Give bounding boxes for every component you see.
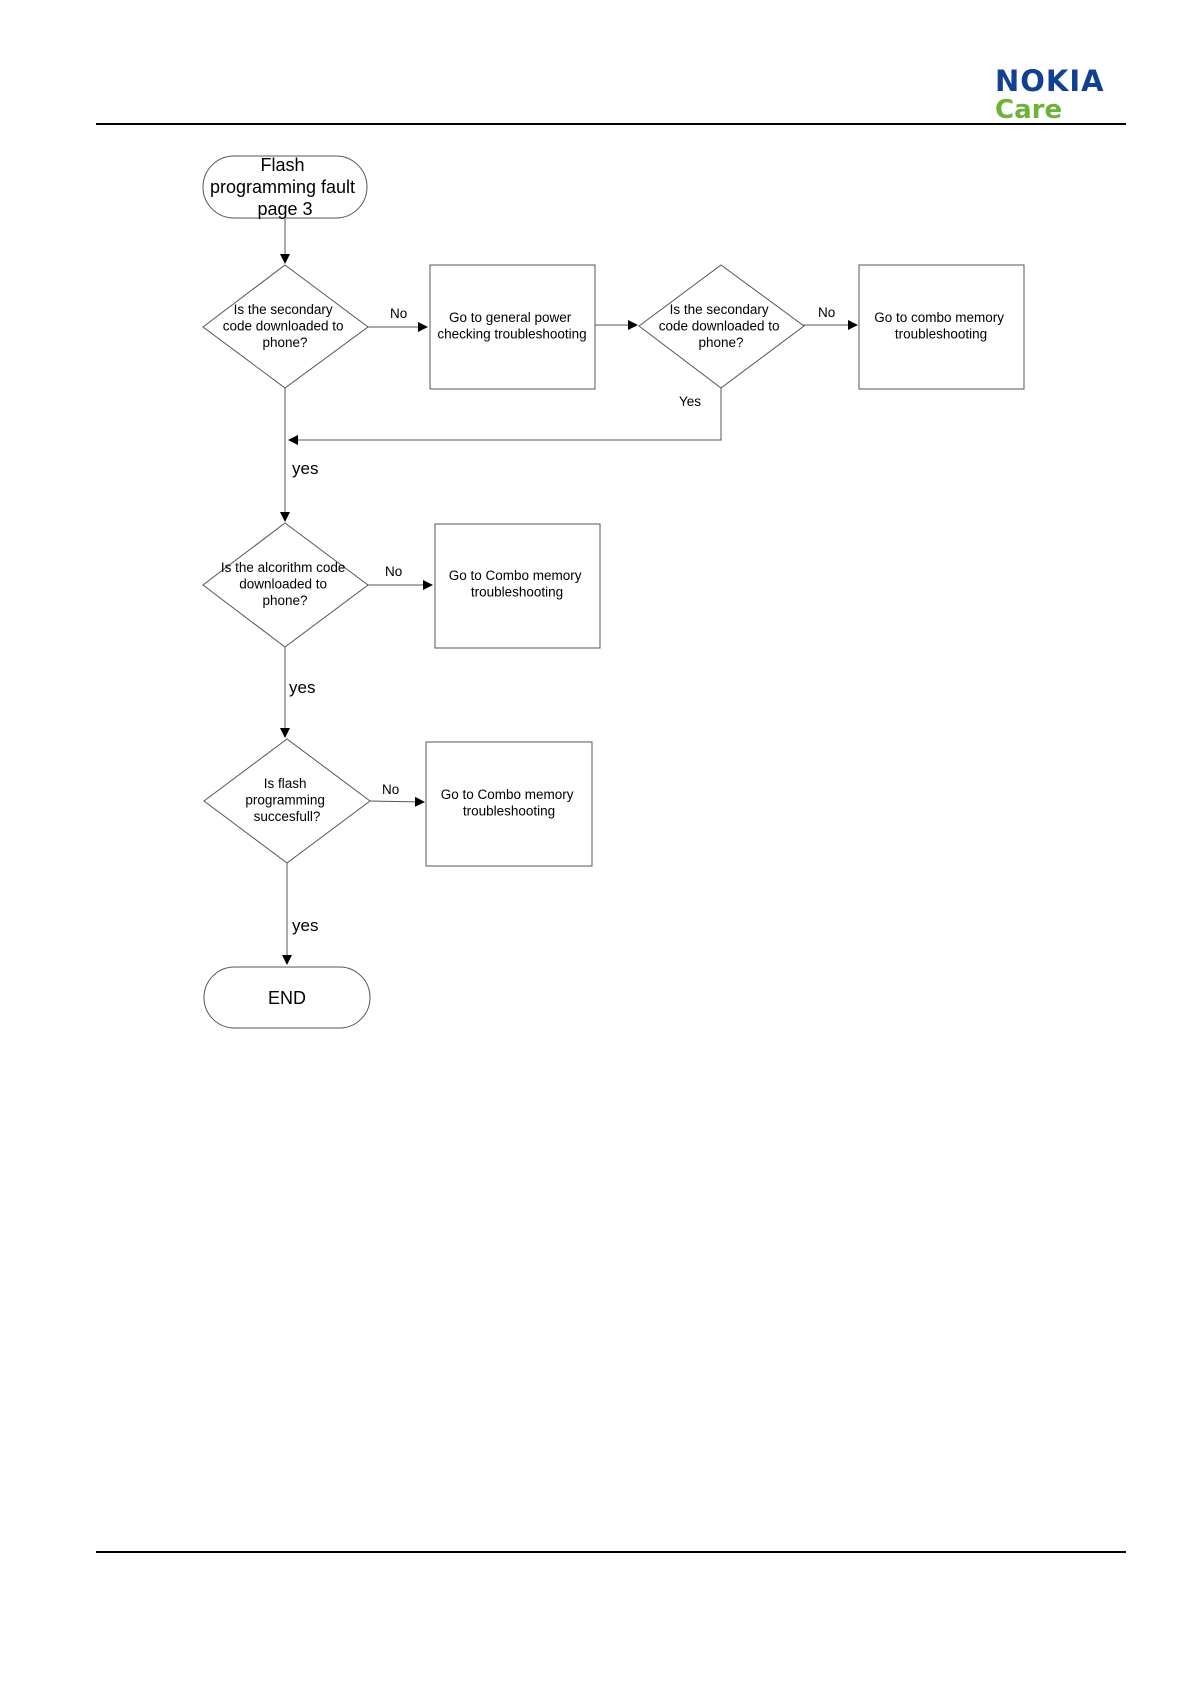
label-yes-decision3: yes [289,678,315,697]
box-combo-memory-1: Go to combo memory troubleshooting [858,264,1025,390]
decision-flash-success: Is flash programming succesfull? [203,738,371,864]
svg-text:Is the secondary code do: Is the secondary code downloaded to phon… [659,302,784,350]
end-label: END [268,988,306,1008]
svg-text:Go to Combo memory troub: Go to Combo memory troubleshooting [441,787,578,819]
decision1-line-1: Is the secondary [234,302,333,317]
box-general-power: Go to general power checking troubleshoo… [429,264,596,390]
svg-text:Go to Combo memory troub: Go to Combo memory troubleshooting [449,568,586,600]
decision-algorithm-code: Is the alcorithm code downloaded to phon… [202,522,369,648]
start-line-2: programming fault [210,177,355,197]
box-combo2-line-1: Go to Combo memory [449,568,582,583]
decision3-line-3: phone? [262,593,307,608]
decision2-line-2: code downloaded to [659,319,780,334]
decision4-line-3: succesfull? [254,809,321,824]
box-power-line-1: Go to general power [449,310,572,325]
box-combo1-line-1: Go to combo memory [874,310,1004,325]
box-combo3-line-1: Go to Combo memory [441,787,574,802]
decision1-line-2: code downloaded to [223,319,344,334]
connector-decision4-no [369,796,425,807]
svg-text:Go to general power chec: Go to general power checking troubleshoo… [437,310,586,342]
header-rule [96,123,1126,125]
connectors [280,219,858,965]
svg-text:Is flash programming: Is flash programming succesfull? [245,776,328,824]
label-yes-decision2: Yes [679,394,701,409]
label-no-decision1: No [390,306,407,321]
start-terminator: Flash programming fault page 3 [202,155,368,219]
decision2-line-3: phone? [698,335,743,350]
label-no-decision4: No [382,782,399,797]
label-no-decision2: No [818,305,835,320]
end-terminator: END [203,966,371,1029]
box-combo-memory-3: Go to Combo memory troubleshooting [425,741,593,867]
logo-nokia-wordmark: NOKIA [995,64,1105,98]
decision-secondary-code-2: Is the secondary code downloaded to phon… [638,264,805,389]
svg-text:Go to combo memory troub: Go to combo memory troubleshooting [874,310,1008,342]
decision3-line-1: Is the alcorithm code [221,560,346,575]
decision1-line-3: phone? [262,335,307,350]
nokia-care-logo: NOKIA Care [995,66,1125,124]
box-combo1-line-2: troubleshooting [895,327,987,342]
footer-rule [96,1551,1126,1553]
decision4-line-1: Is flash [264,776,307,791]
box-power-line-2: checking troubleshooting [437,327,586,342]
decision-secondary-code-1: Is the secondary code downloaded to phon… [202,264,369,389]
decision4-line-2: programming [245,793,325,808]
svg-text:Is the alcorithm code do: Is the alcorithm code downloaded to phon… [221,560,349,608]
logo-care-wordmark: Care [995,95,1063,125]
svg-text:Flash programming fault: Flash programming fault page 3 [210,155,360,219]
box-combo2-line-2: troubleshooting [471,585,563,600]
decision3-line-2: downloaded to [239,577,327,592]
svg-text:Is the secondary code d: Is the secondary code downloaded to phon… [223,302,348,350]
box-combo-memory-2: Go to Combo memory troubleshooting [434,523,601,649]
start-line-3: page 3 [257,199,312,219]
connector-decision2-yes-merge [288,386,722,445]
start-line-1: Flash [260,155,304,175]
edge-labels: No No Yes yes No yes No yes [289,305,835,935]
box-combo3-line-2: troubleshooting [463,804,555,819]
label-yes-decision4: yes [292,916,318,935]
decision2-line-1: Is the secondary [670,302,769,317]
label-no-decision3: No [385,564,402,579]
label-yes-merge: yes [292,459,318,478]
